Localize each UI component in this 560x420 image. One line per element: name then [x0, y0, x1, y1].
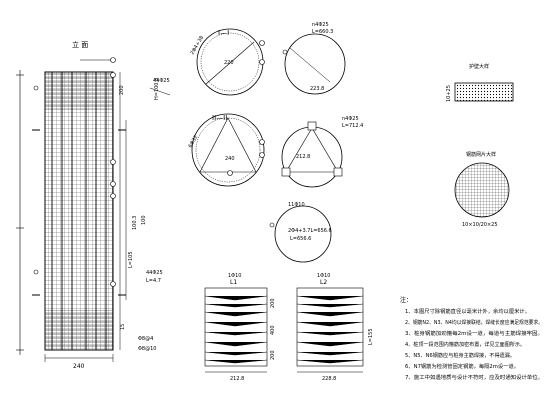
- detail-l2-title: L2: [320, 279, 327, 286]
- rebar-bottom-label: 44Φ25: [146, 270, 163, 276]
- ring-1-diameter: 223.8: [310, 86, 324, 92]
- notes-title: 注：: [400, 296, 412, 304]
- elevation-title: 立 面: [72, 40, 88, 49]
- note-1: 1、本图尺寸除钢筋直径以毫米计外，余均以厘米计。: [405, 308, 530, 315]
- detail-l1: 1Φ10 L1 200 400 200 212.8: [204, 273, 276, 382]
- pile-elevation: 立 面 200 100.3: [16, 40, 171, 370]
- note-3: 3、桩身钢筋加劲箍每2m设一道，每道与主筋焊接牢固。: [405, 330, 543, 337]
- section-2: II—II 240 6Φ32: [188, 113, 265, 187]
- detail-l2: 1Φ10 L2 L=155 228.8: [296, 273, 374, 382]
- spiral-ring-length: L=656.6: [290, 236, 311, 242]
- section-2-rebar: 6Φ32: [188, 134, 200, 149]
- detail-l1-width: 212.8: [230, 376, 244, 382]
- section-1-title: I—I: [218, 29, 229, 37]
- section-2-title: II—II: [212, 114, 227, 122]
- section-1-ring: n4Φ25 L=660.3 223.8: [282, 22, 346, 95]
- mesh-detail-title: 钢筋网片大样: [466, 151, 496, 158]
- mesh-detail-dim: 10×10/20×25: [462, 222, 498, 228]
- section-2-ring: n4Φ25 L=712.4 212.8: [281, 116, 363, 188]
- section-2-diameter: 240: [225, 156, 235, 162]
- rebar-top-length: H=100.3: [154, 78, 160, 100]
- dim-200-top: 200: [119, 85, 125, 95]
- detail-l1-top: 1Φ10: [228, 273, 241, 279]
- note-4: 4、桩顶一段范围内箍筋加密布置，详见立面图所示。: [405, 341, 525, 348]
- note-2: 2、钢筋N2、N3、N4均以焊接联结，焊缝长度应满足规范要求。: [405, 319, 543, 326]
- ring-2-diameter: 212.8: [296, 154, 310, 160]
- wall-detail-title: 护壁大样: [469, 63, 489, 70]
- detail-l2-length: L=155: [368, 328, 374, 345]
- rebar-top-label: 44Φ25: [153, 78, 170, 84]
- note-7: 7、施工中如遇地质与设计不符时，应及时通知设计单位。: [405, 374, 543, 381]
- ring-1-length: L=660.3: [312, 29, 333, 35]
- note-5: 5、N5、N6钢筋应与桩身主筋焊接，不得遗漏。: [405, 352, 515, 359]
- ring-2-length: L=712.4: [342, 123, 363, 129]
- detail-l1-dim-a: 200: [270, 298, 276, 308]
- note-6: 6、N7钢筋为检测管固定钢筋，每隔2m设一道。: [405, 363, 519, 370]
- section-1: I—I 220 2Φ4+38: [190, 28, 265, 96]
- dim-100: 100: [141, 215, 147, 225]
- wall-detail: 护壁大样 10+25: [446, 63, 514, 102]
- detail-l1-dim-b: 400: [270, 325, 276, 335]
- taper-length: L=105: [128, 251, 134, 268]
- wall-detail-dim: 10+25: [446, 85, 452, 102]
- detail-l2-top: 1Φ10: [317, 273, 330, 279]
- rebar-bottom-length: L=4.7: [146, 278, 161, 284]
- ring-2-label: n4Φ25: [342, 116, 359, 122]
- elevation-width: 240: [73, 363, 85, 370]
- spiral-ring-label: 11Φ10: [288, 202, 305, 208]
- detail-l1-dim-c: 200: [270, 350, 276, 360]
- ring-1-label: n4Φ25: [312, 22, 329, 28]
- section-1-rebar: 2Φ4+38: [190, 35, 206, 56]
- detail-l2-width: 228.8: [322, 376, 336, 382]
- pile-body: [44, 71, 114, 351]
- spiral-ring-sub: 2Φ4+3.7L=656.6: [288, 228, 332, 234]
- spiral-label-2: Φ8@10: [138, 346, 156, 352]
- section-1-diameter: 220: [224, 60, 234, 66]
- spacing-15: 15: [120, 324, 126, 330]
- dim-100-3: 100.3: [132, 216, 138, 230]
- spiral-ring: 11Φ10 2Φ4+3.7L=656.6 L=656.6: [269, 202, 332, 263]
- notes-block: 注： 1、本图尺寸除钢筋直径以毫米计外，余均以厘米计。 2、钢筋N2、N3、N4…: [400, 296, 543, 381]
- spiral-label: Φ8@4: [138, 336, 153, 342]
- detail-l1-title: L1: [230, 279, 237, 286]
- mesh-detail: 钢筋网片大样 10×10/20×25: [454, 151, 510, 228]
